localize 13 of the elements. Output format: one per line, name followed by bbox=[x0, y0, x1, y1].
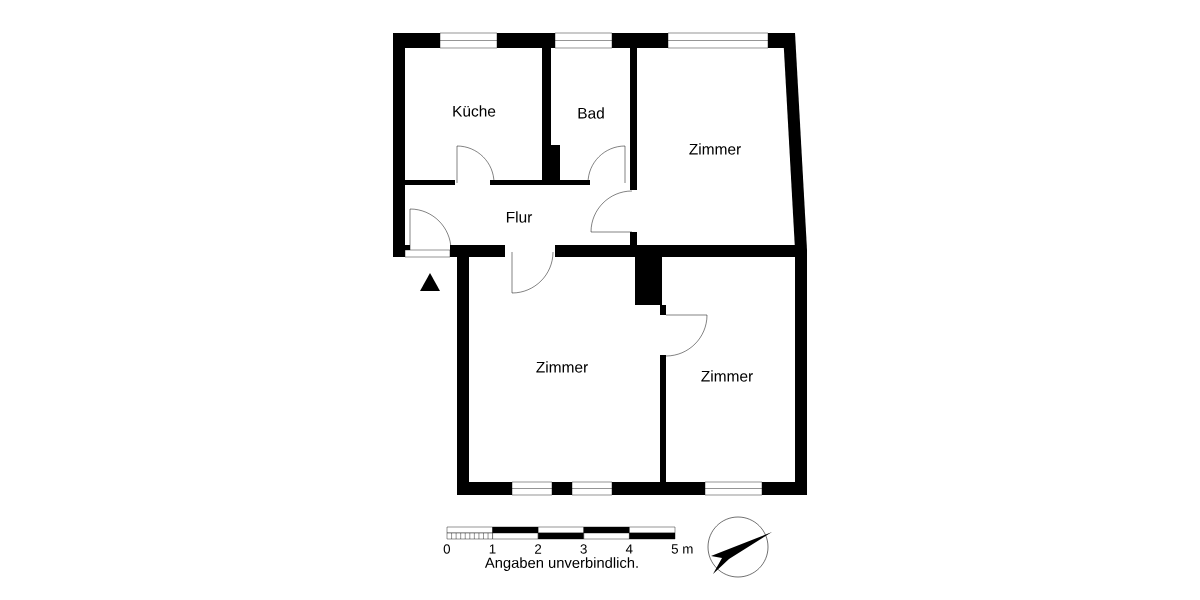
scale-number: 0 bbox=[443, 544, 451, 554]
scale-number: 4 bbox=[625, 544, 633, 554]
room-label: Zimmer bbox=[689, 143, 741, 155]
room-label: Flur bbox=[506, 211, 533, 223]
room-label: Zimmer bbox=[701, 370, 753, 382]
scale-number: 5 m bbox=[671, 544, 693, 554]
room-label: Küche bbox=[453, 105, 496, 117]
room-label: Zimmer bbox=[536, 361, 588, 373]
scale-number: 3 bbox=[580, 544, 587, 554]
room-label: Bad bbox=[578, 107, 604, 119]
disclaimer-note: Angaben unverbindlich. bbox=[484, 557, 638, 571]
scale-number: 1 bbox=[489, 544, 496, 554]
scale-number: 2 bbox=[535, 544, 542, 554]
